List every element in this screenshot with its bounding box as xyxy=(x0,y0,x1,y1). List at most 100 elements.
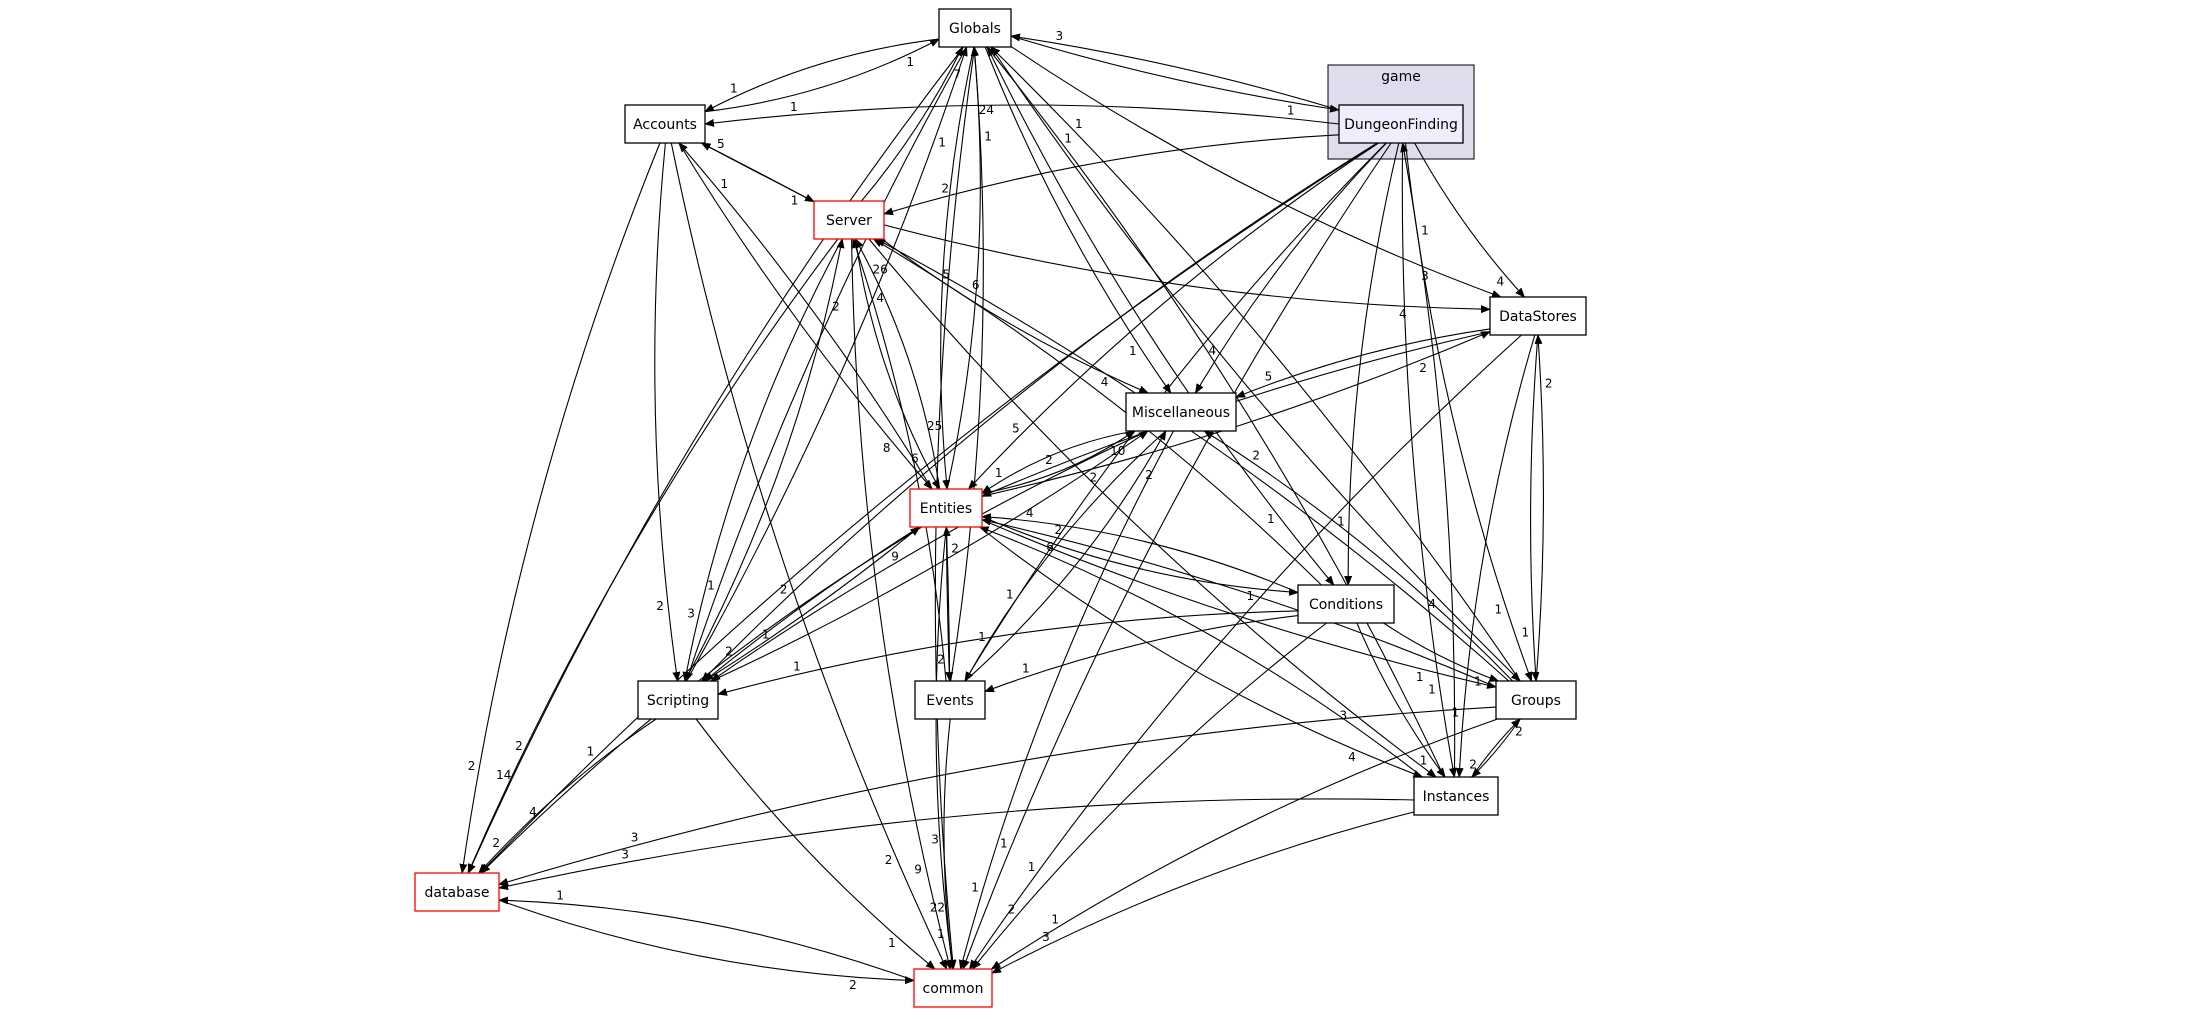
node-instances[interactable]: Instances xyxy=(1413,776,1499,816)
edge-server-to-miscellaneous[interactable]: 4 xyxy=(881,238,1150,394)
edge-instances-to-common[interactable]: 3 xyxy=(991,811,1415,974)
edge-miscellaneous-to-scripting[interactable]: 1 xyxy=(710,430,1149,682)
edge-instances-to-entities[interactable]: 6 xyxy=(978,526,1423,778)
edge-datastores-to-common[interactable]: 1 xyxy=(968,334,1522,970)
node-conditions[interactable]: Conditions xyxy=(1297,584,1395,624)
edge-scripting-to-globals[interactable]: 1 xyxy=(685,46,968,682)
edge-groups-to-entities[interactable]: 2 xyxy=(981,517,1497,688)
edge-groups-to-database[interactable]: 3 xyxy=(498,706,1497,886)
edge-accounts-to-entities[interactable]: 8 xyxy=(678,142,933,490)
edge-entities-to-conditions[interactable]: 1 xyxy=(981,516,1299,604)
edge-server-to-globals[interactable]: 7 xyxy=(861,46,963,202)
edge-scripting-to-common[interactable]: 1 xyxy=(695,718,936,970)
node-miscellaneous[interactable]: Miscellaneous xyxy=(1125,392,1237,432)
edge-instances-to-dungeonfinding[interactable]: 1 xyxy=(1400,142,1456,778)
edge-groups-to-instances[interactable]: 2 xyxy=(1469,718,1521,778)
edge-dungeonfinding-to-scripting[interactable]: 2 xyxy=(701,142,1378,682)
edge-globals-to-conditions[interactable]: 1 xyxy=(986,46,1335,586)
edge-entities-to-server[interactable]: 26 xyxy=(854,238,941,490)
edge-groups-to-server[interactable]: 6 xyxy=(875,238,1510,682)
edge-dungeonfinding-to-database[interactable]: 1 xyxy=(479,142,1378,874)
edge-dungeonfinding-to-instances[interactable]: 1 xyxy=(1401,142,1457,778)
edge-globals-to-entities[interactable]: 25 xyxy=(927,46,975,490)
edge-entities-to-globals[interactable]: 24 xyxy=(946,46,994,490)
edge-weight-label: 1 xyxy=(1028,860,1036,874)
edge-miscellaneous-to-entities[interactable]: 1 xyxy=(981,430,1135,494)
edge-globals-to-scripting[interactable]: 1 xyxy=(685,46,968,682)
edge-events-to-server[interactable]: 4 xyxy=(852,238,947,682)
edge-conditions-to-instances[interactable]: 1 xyxy=(1356,622,1446,778)
edge-miscellaneous-to-common[interactable]: 1 xyxy=(958,430,1174,970)
node-common[interactable]: common xyxy=(913,968,993,1008)
edge-instances-to-globals[interactable]: 1 xyxy=(986,46,1445,778)
edge-dungeonfinding-to-server[interactable]: 2 xyxy=(883,134,1340,216)
edge-dungeonfinding-to-common[interactable]: 1 xyxy=(962,142,1392,970)
edge-scripting-to-server[interactable]: 2 xyxy=(684,238,845,682)
edge-accounts-to-scripting[interactable]: 2 xyxy=(654,142,681,682)
edge-globals-to-dungeonfinding[interactable]: 1 xyxy=(1010,35,1340,117)
edge-datastores-to-instances[interactable]: 1 xyxy=(1452,334,1536,778)
edge-globals-to-accounts[interactable]: 1 xyxy=(704,38,940,113)
node-database[interactable]: database xyxy=(414,872,500,912)
edge-events-to-entities[interactable]: 2 xyxy=(942,526,959,682)
edge-dungeonfinding-to-miscellaneous[interactable]: 4 xyxy=(1194,142,1387,394)
edge-entities-to-datastores[interactable]: 2 xyxy=(981,331,1491,497)
node-datastores[interactable]: DataStores xyxy=(1489,296,1587,336)
edge-database-to-common[interactable]: 2 xyxy=(498,899,915,992)
edge-conditions-to-events[interactable]: 1 xyxy=(984,615,1299,693)
edge-miscellaneous-to-events[interactable]: 1 xyxy=(964,430,1167,682)
node-server[interactable]: Server xyxy=(813,200,885,240)
edge-globals-to-datastores[interactable]: 3 xyxy=(1010,45,1502,298)
edge-groups-to-datastores[interactable]: 2 xyxy=(1534,334,1553,682)
edge-dungeonfinding-to-globals[interactable]: 3 xyxy=(1010,29,1340,111)
edge-line xyxy=(984,615,1299,693)
edge-globals-to-miscellaneous[interactable]: 1 xyxy=(984,46,1172,394)
edge-scripting-to-miscellaneous[interactable]: 2 xyxy=(710,430,1149,682)
edge-accounts-to-database[interactable]: 2 xyxy=(459,142,661,874)
edge-conditions-to-common[interactable]: 2 xyxy=(971,622,1327,970)
edge-entities-to-common[interactable]: 22 xyxy=(930,526,956,970)
node-groups[interactable]: Groups xyxy=(1495,680,1577,720)
edge-server-to-instances[interactable]: 3 xyxy=(868,238,1437,778)
edge-accounts-to-globals[interactable]: 1 xyxy=(704,38,940,113)
edge-conditions-to-entities[interactable]: 4 xyxy=(981,506,1299,594)
edge-server-to-common[interactable]: 9 xyxy=(851,238,953,970)
edge-dungeonfinding-to-accounts[interactable]: 1 xyxy=(704,100,1340,127)
edge-server-to-datastores[interactable]: 4 xyxy=(883,224,1491,321)
edge-conditions-to-groups[interactable]: 1 xyxy=(1383,622,1500,689)
edge-server-to-scripting[interactable]: 3 xyxy=(682,238,843,682)
edge-common-to-database[interactable]: 1 xyxy=(498,889,915,982)
edge-server-to-accounts[interactable]: 5 xyxy=(700,137,815,203)
edge-events-to-miscellaneous[interactable]: 2 xyxy=(964,430,1167,682)
node-scripting[interactable]: Scripting xyxy=(637,680,719,720)
edge-dungeonfinding-to-conditions[interactable]: 1 xyxy=(1337,142,1400,586)
edge-groups-to-common[interactable]: 1 xyxy=(990,718,1498,970)
edge-accounts-to-server[interactable]: 1 xyxy=(701,142,815,208)
edge-conditions-to-scripting[interactable]: 1 xyxy=(717,610,1299,696)
edge-datastores-to-groups[interactable]: 1 xyxy=(1521,334,1540,682)
edge-globals-to-database[interactable]: 2 xyxy=(467,46,965,874)
edge-entities-to-groups[interactable]: 1 xyxy=(981,519,1497,689)
node-accounts[interactable]: Accounts xyxy=(624,104,706,144)
edge-dungeonfinding-to-entities[interactable]: 5 xyxy=(967,142,1379,490)
edge-events-to-globals[interactable]: 1 xyxy=(950,46,992,682)
node-globals[interactable]: Globals xyxy=(938,8,1012,48)
node-dungeonfinding[interactable]: DungeonFinding xyxy=(1338,104,1464,144)
edge-instances-to-database[interactable]: 3 xyxy=(498,798,1415,890)
edge-dungeonfinding-to-datastores[interactable]: 4 xyxy=(1414,142,1526,298)
edge-scripting-to-database[interactable]: 2 xyxy=(478,718,657,874)
edge-entities-to-scripting[interactable]: 2 xyxy=(703,526,920,682)
edge-server-to-entities[interactable]: 6 xyxy=(854,238,941,490)
edge-accounts-to-common[interactable]: 2 xyxy=(670,142,948,970)
node-entities[interactable]: Entities xyxy=(909,488,983,528)
edge-events-to-common[interactable]: 1 xyxy=(937,718,956,970)
edge-conditions-to-server[interactable]: 5 xyxy=(872,238,1322,586)
node-events[interactable]: Events xyxy=(914,680,986,720)
edge-scripting-to-entities[interactable]: 9 xyxy=(704,526,921,682)
edge-server-to-database[interactable]: 14 xyxy=(467,238,839,874)
edge-entities-to-accounts[interactable]: 1 xyxy=(678,142,933,490)
edge-entities-to-instances[interactable]: 4 xyxy=(979,526,1424,778)
edge-datastores-to-miscellaneous[interactable]: 5 xyxy=(1235,328,1491,398)
edge-instances-to-groups[interactable]: 2 xyxy=(1471,718,1523,778)
edge-groups-to-miscellaneous[interactable]: 2 xyxy=(1203,430,1513,682)
